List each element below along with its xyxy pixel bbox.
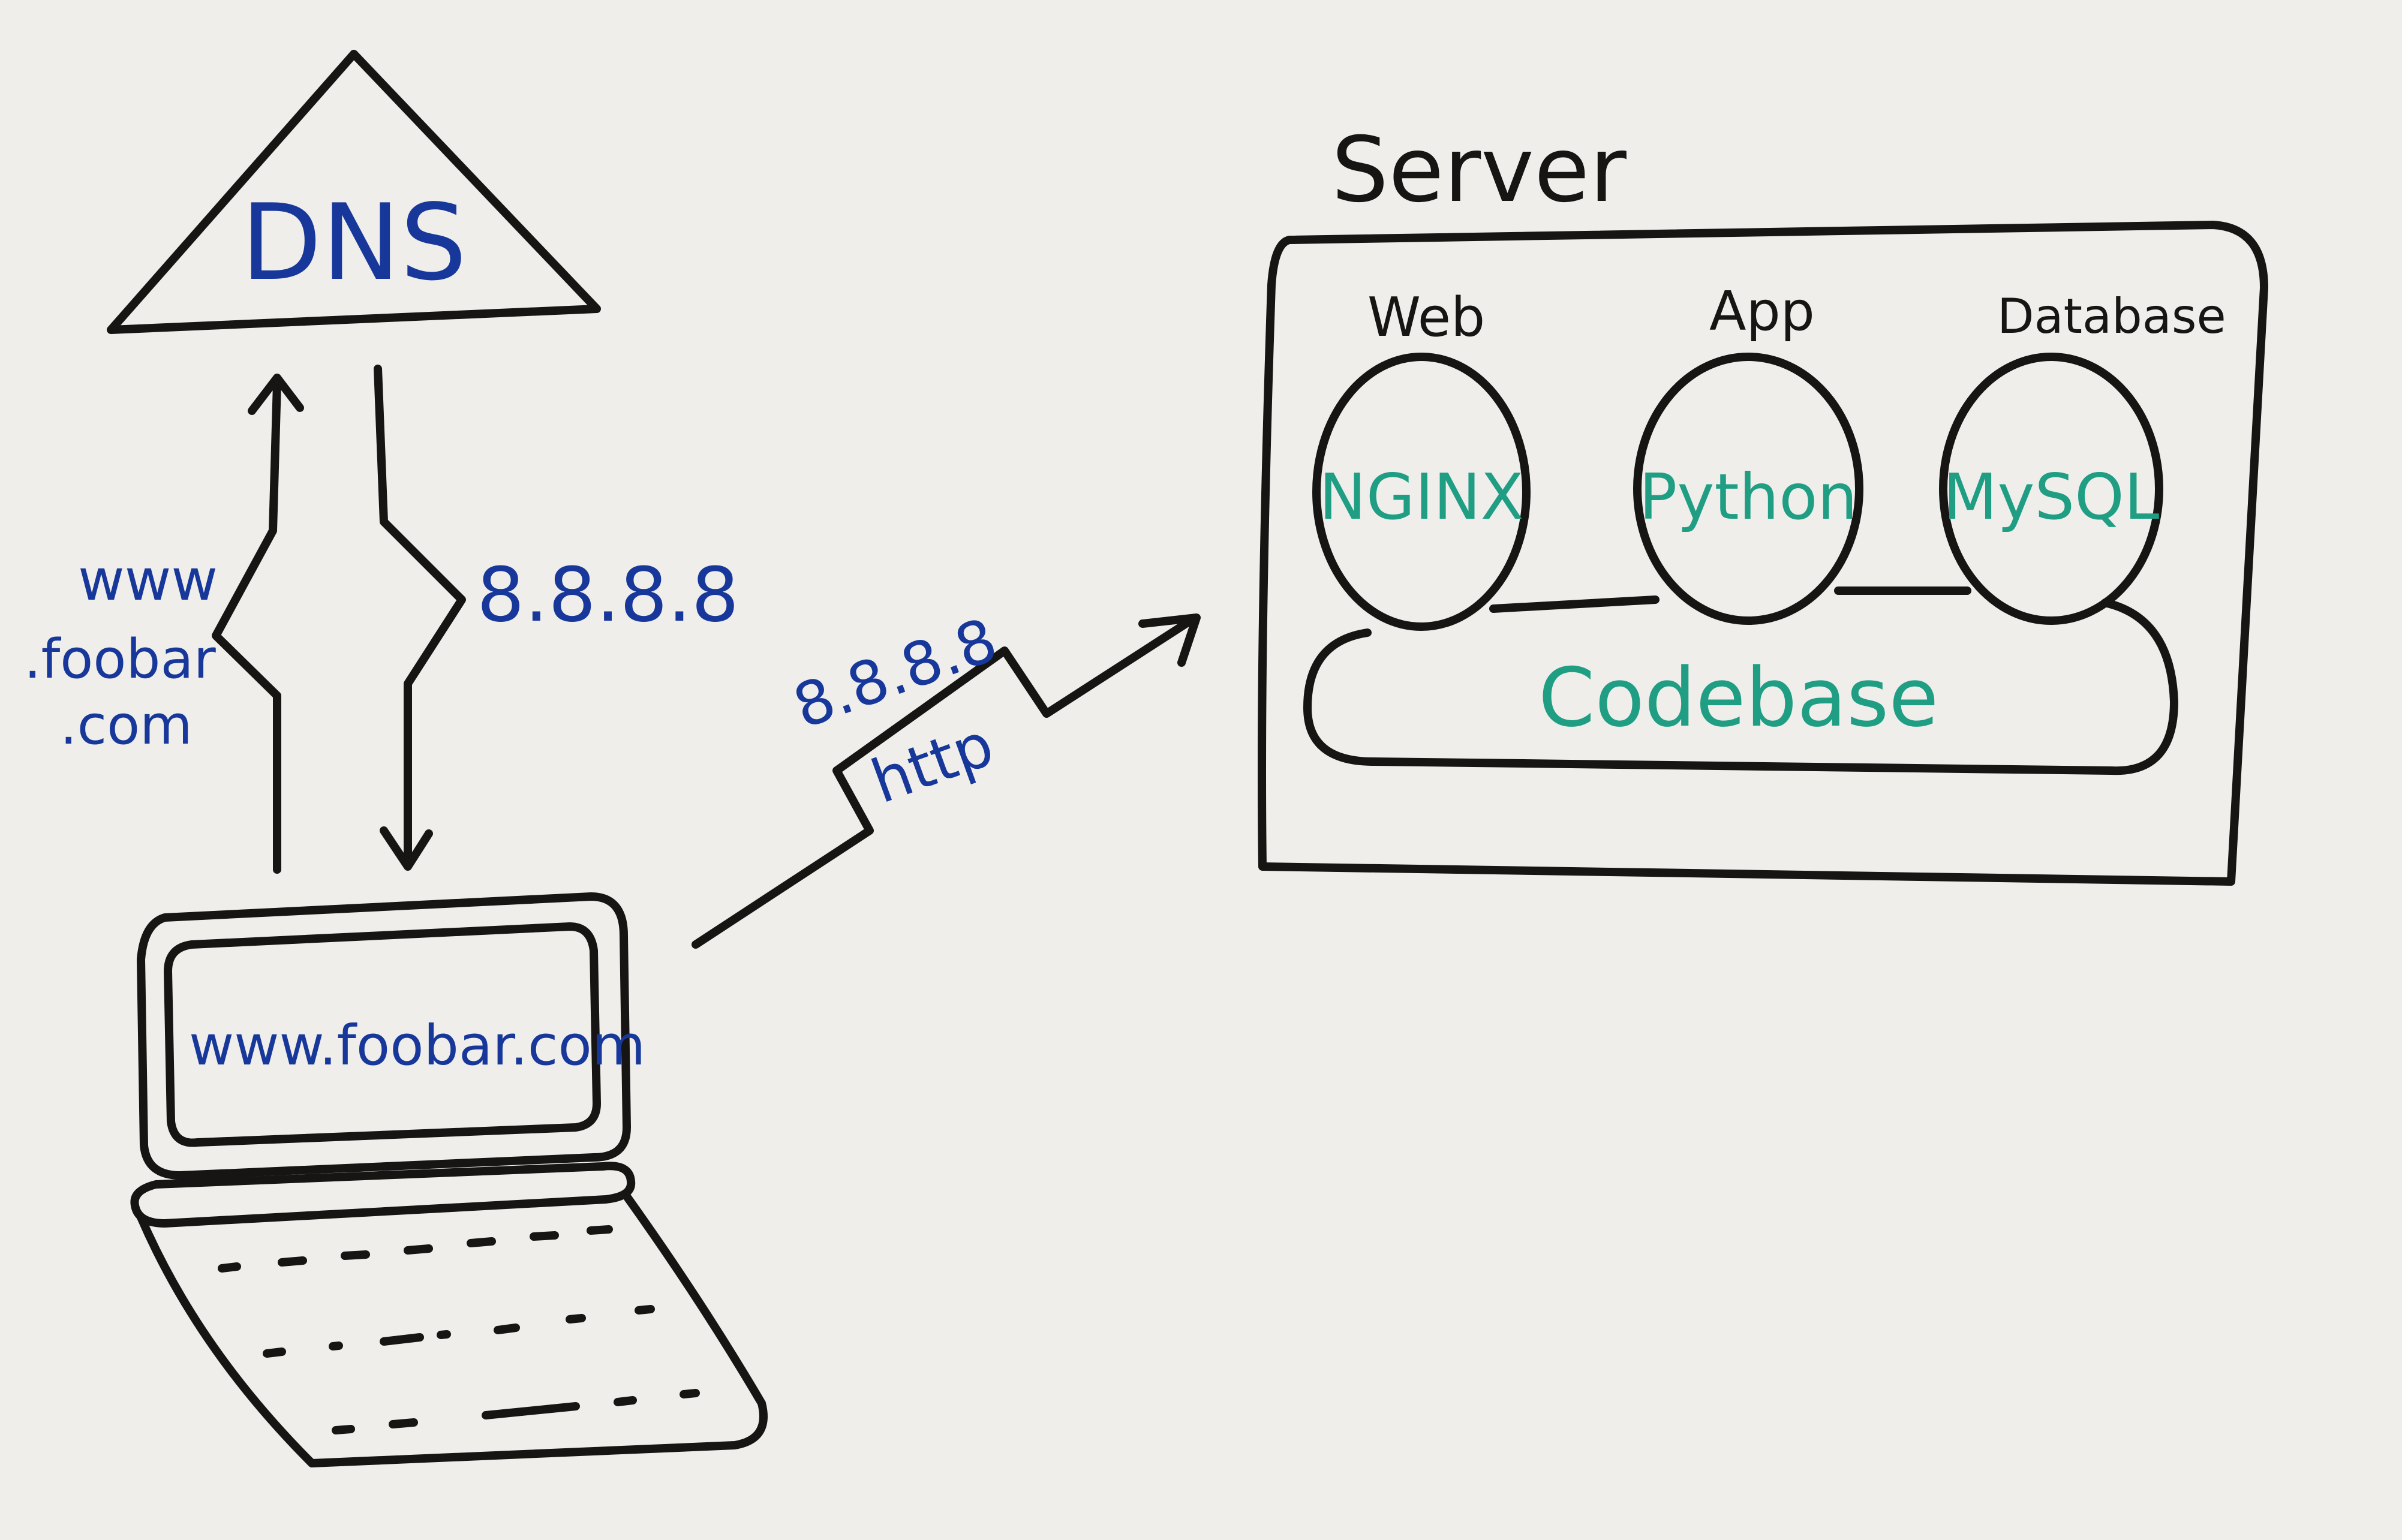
query-label-foobar: .foobar xyxy=(24,628,216,691)
laptop-hinge xyxy=(130,1162,636,1228)
laptop-base xyxy=(137,1192,768,1467)
http-request-arrow: 8.8.8.8 http xyxy=(692,604,1201,949)
response-arrow-head xyxy=(380,826,433,871)
codebase-shape xyxy=(1303,598,2178,775)
dns-response-arrow xyxy=(374,365,466,871)
laptop-keyboard xyxy=(218,1225,700,1434)
http-arrow-line xyxy=(692,616,1195,949)
web-app-connector xyxy=(1489,595,1660,613)
response-arrow-line xyxy=(374,365,466,868)
request-protocol-label: http xyxy=(862,709,1002,817)
app-title: App xyxy=(1709,280,1815,343)
dns-query-arrow xyxy=(212,374,304,874)
codebase-label: Codebase xyxy=(1538,651,1938,745)
query-arrow-line xyxy=(212,380,281,874)
dns-node: DNS xyxy=(107,50,601,334)
web-server-label: NGINX xyxy=(1319,461,1523,534)
database-shape xyxy=(1939,353,2163,625)
app-server-label: Python xyxy=(1639,461,1857,534)
database-title: Database xyxy=(1997,288,2226,344)
http-arrow-head xyxy=(1138,613,1201,667)
browser-url: www.foobar.com xyxy=(189,1013,645,1078)
query-arrow-head xyxy=(248,374,304,415)
keyboard-row-2 xyxy=(263,1305,655,1358)
query-label-com: .com xyxy=(60,694,193,757)
laptop-client: www.foobar.com xyxy=(130,892,768,1467)
keyboard-row-3 xyxy=(332,1389,700,1434)
query-label: www .foobar .com xyxy=(24,548,218,757)
server-frame xyxy=(1258,221,2268,886)
web-title: Web xyxy=(1367,286,1485,349)
server-title: Server xyxy=(1331,118,1627,222)
keyboard-row-1 xyxy=(218,1225,613,1273)
app-server-shape xyxy=(1633,353,1863,625)
laptop-lid-outer xyxy=(137,892,631,1180)
query-label-www: www xyxy=(78,548,218,613)
dns-label: DNS xyxy=(241,182,467,304)
dns-triangle-shape xyxy=(107,50,601,334)
response-ip-label: 8.8.8.8 xyxy=(477,552,739,639)
web-server-shape xyxy=(1312,353,1531,631)
server-node: Server Codebase Web NGINX App Python Dat… xyxy=(1258,118,2268,886)
laptop-screen xyxy=(164,922,601,1147)
database-label: MySQL xyxy=(1943,461,2160,534)
